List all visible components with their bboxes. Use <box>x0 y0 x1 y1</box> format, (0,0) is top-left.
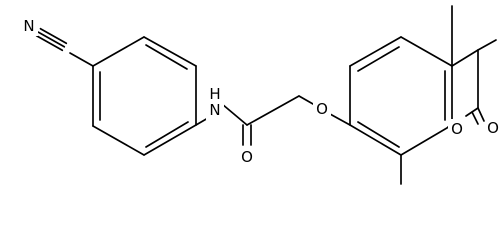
bond-benzo-6 <box>349 124 402 156</box>
bond-phenyl-2 <box>92 125 145 156</box>
atom-labels: N H N O O O O <box>20 16 502 167</box>
bond-lactone-c-o-a <box>477 107 485 122</box>
bond-ether-o-ring <box>329 113 351 126</box>
bond-nitrile-triple-c <box>39 27 68 45</box>
bond-benzo-inner-3 <box>357 121 400 148</box>
bond-ch2-ether-o <box>298 95 314 105</box>
molecule-structure-diagram: N H N O O O O <box>20 5 502 185</box>
bond-nh-carbonyl <box>221 103 248 126</box>
bond-phenyl-inner-3 <box>145 44 188 70</box>
ring-oxygen-label: O <box>451 120 463 138</box>
bond-benzo-3 <box>400 36 453 67</box>
bond-cyano-ring <box>69 52 94 67</box>
ether-oxygen-label: O <box>316 100 328 118</box>
bond-benzo-2 <box>349 36 402 67</box>
amide-oxygen-label: O <box>241 148 253 166</box>
bond-benzo-inner-1 <box>357 46 400 72</box>
bond-carbonyl-ch2 <box>246 95 300 126</box>
nitrile-nitrogen-label: N <box>23 17 34 35</box>
bond-nitrile-triple-a <box>37 31 66 48</box>
bond-pyranone-1 <box>451 49 479 67</box>
bond-phenyl-3 <box>143 124 197 156</box>
bond-methyl-c3 <box>477 39 497 51</box>
bonds <box>35 5 497 185</box>
bond-lactone-c-o-b <box>471 111 479 125</box>
bond-phenyl-6 <box>92 36 145 67</box>
bond-benzo-5 <box>400 124 453 156</box>
bond-phenyl-5 <box>143 36 197 67</box>
bond-nitrile-triple-b <box>35 34 64 52</box>
amide-nitrogen-label: N <box>209 101 220 119</box>
bond-phenyl-inner-2 <box>145 121 189 148</box>
amide-h-label: H <box>209 85 220 103</box>
lactone-oxygen-label: O <box>487 119 499 137</box>
